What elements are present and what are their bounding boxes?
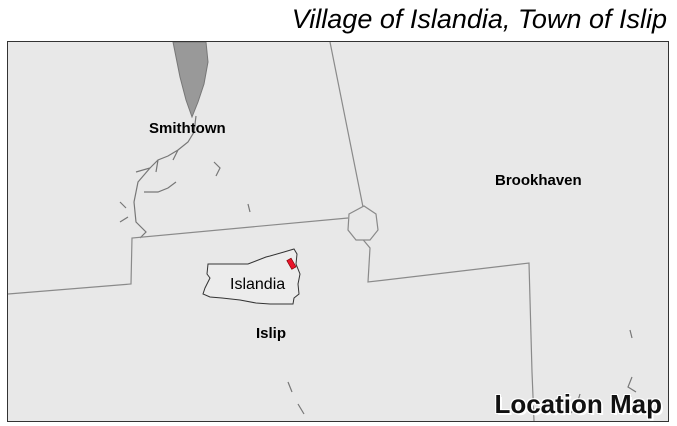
town-boundary-smithtown-islip — [8, 217, 349, 295]
town-label-brookhaven: Brookhaven — [495, 172, 582, 189]
highlight-area-marker — [286, 257, 297, 270]
harbor-water — [172, 42, 209, 119]
south-creek-marks — [287, 329, 637, 415]
town-label-islip: Islip — [256, 325, 287, 342]
river-shoreline — [133, 115, 197, 239]
lake-circle — [347, 205, 379, 241]
town-boundary-islip-brookhaven — [359, 235, 535, 421]
islandia-village-outline — [202, 248, 301, 305]
location-map-label: Location Map — [494, 389, 662, 419]
map-title: Village of Islandia, Town of Islip — [291, 4, 667, 34]
village-label-islandia: Islandia — [230, 276, 286, 293]
town-boundary-smithtown-brookhaven — [329, 42, 365, 213]
town-label-smithtown: Smithtown — [149, 120, 226, 137]
location-map-frame: Smithtown Brookhaven Islip Islandia Loca… — [7, 41, 669, 422]
creek-marks — [119, 161, 251, 223]
map-canvas — [8, 42, 637, 421]
